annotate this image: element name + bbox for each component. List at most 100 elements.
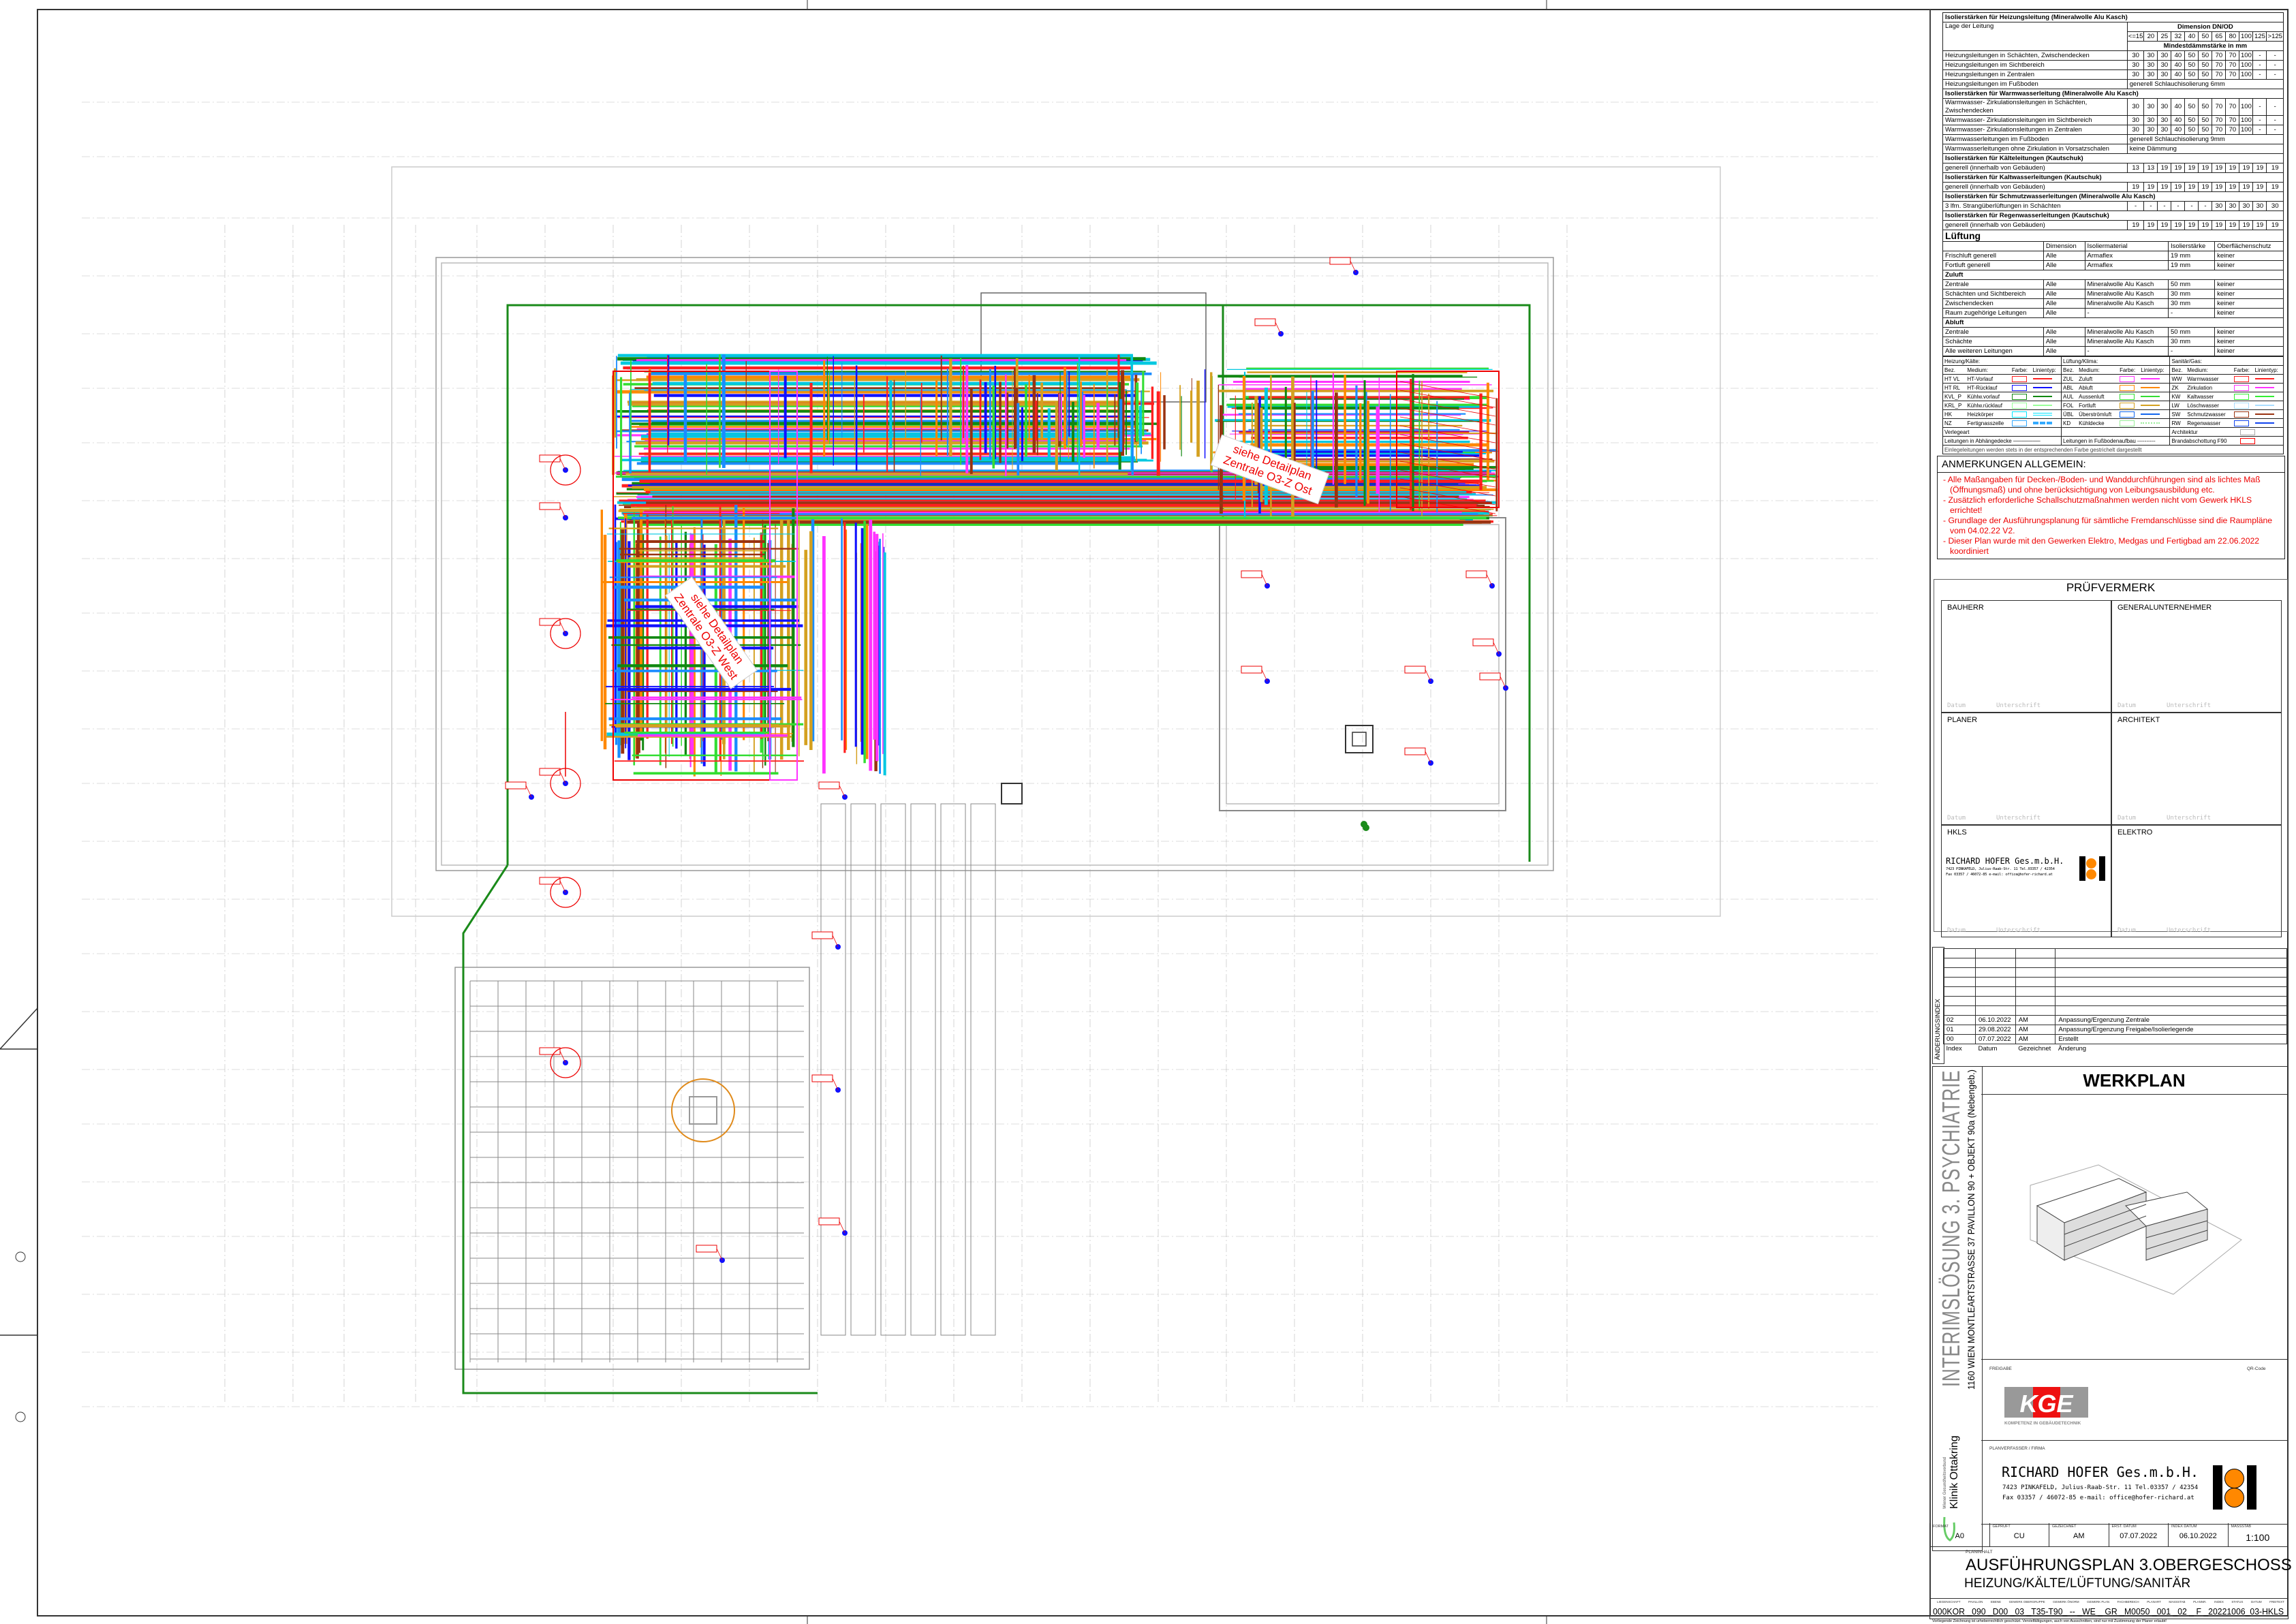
brandabschottung-label: Brandabschottung F90	[2169, 436, 2284, 446]
thickness-value: 50	[2184, 98, 2199, 116]
shaft-circle	[550, 877, 581, 908]
thickness-value: 30	[2157, 60, 2172, 70]
ventilation-cell: 30 mm	[2168, 337, 2216, 347]
dimension-cell: 65	[2212, 31, 2227, 42]
dimension-cell: 80	[2225, 31, 2240, 42]
field-label: GEPRÜFT	[1992, 1525, 2011, 1529]
field-value: AM	[2073, 1532, 2085, 1540]
thickness-value: 30	[2143, 115, 2158, 125]
legend-column-header: Bez.	[2169, 365, 2186, 375]
code-label: PLANNR.	[2193, 1600, 2207, 1604]
revision-cell	[2015, 948, 2056, 958]
line-type-icon	[2032, 378, 2052, 380]
thickness-value: 19	[2212, 182, 2227, 192]
penetration-label-box	[696, 1245, 717, 1253]
legend-column-header: Medium:	[2186, 365, 2233, 375]
client-org: Wiener Gesundheitsverbund	[1943, 1456, 1947, 1509]
ventilation-cell: Frischluft generell	[1942, 251, 2044, 261]
legend-linetype	[2031, 383, 2062, 392]
line-type-icon	[2032, 413, 2052, 416]
line-type-icon	[2254, 387, 2274, 389]
penetration-label-box	[1404, 747, 1426, 755]
code-label: DATUM	[2250, 1600, 2262, 1604]
revision-row-empty	[1943, 986, 2287, 997]
revision-cell	[1974, 967, 2016, 978]
ventilation-row: Zuluft	[1942, 270, 2284, 280]
thickness-value: 19	[2252, 182, 2267, 192]
dimension-cell: 32	[2171, 31, 2186, 42]
ventilation-cell: Mineralwolle Alu Kasch	[2084, 298, 2169, 309]
revision-cell	[2055, 977, 2287, 987]
penetration-label-box	[1465, 570, 1487, 578]
qr-code-label: QR-Code	[2247, 1367, 2266, 1371]
color-swatch-icon	[2011, 411, 2027, 418]
thickness-value: 19	[2171, 182, 2186, 192]
revision-side-label: ÄNDERUNGSINDEX	[1934, 999, 1942, 1060]
line-type-icon	[2254, 378, 2274, 380]
panel-column	[970, 803, 996, 1336]
thickness-value: 50	[2198, 50, 2213, 61]
field-label: ERST. DATUM	[2111, 1525, 2137, 1529]
thickness-value: 30	[2143, 125, 2158, 135]
revision-cell	[2015, 958, 2056, 968]
thickness-text: generell Schlauchisolierung 6mm	[2126, 79, 2284, 89]
penetration-label-box	[1241, 570, 1262, 578]
thickness-value: 30	[2126, 50, 2145, 61]
legend-medium: Aussenluft	[2077, 392, 2119, 401]
sheet-border	[37, 9, 2289, 1617]
hofer-logo-icon	[2079, 856, 2105, 881]
line-legend: Heizung/Kälte:Lüftung/Klima:Sanitär/Gas:…	[1942, 356, 2284, 454]
legend-group-titles: Heizung/Kälte:Lüftung/Klima:Sanitär/Gas:	[1942, 356, 2284, 366]
leader-line	[559, 771, 566, 784]
insulation-table-heating: Isolierstärken für Heizungsleitung (Mine…	[1942, 12, 2284, 230]
ventilation-cell: Armaflex	[2084, 251, 2169, 261]
code-label: STATUS	[2231, 1600, 2244, 1604]
row-label: Heizungsleitungen im Fußboden	[1942, 79, 2128, 89]
dimension-cell: <=15	[2126, 31, 2145, 42]
fold-mark	[0, 1008, 38, 1050]
color-swatch-icon	[2120, 393, 2135, 400]
section-label: Isolierstärken für Regenwasserleitungen …	[1942, 210, 2284, 221]
date-label: Datum	[2117, 815, 2137, 822]
penetration-label-box	[1404, 666, 1426, 674]
shaft-circle	[550, 454, 581, 486]
ventilation-cell: Alle	[2043, 337, 2085, 347]
note-item: - Grundlage der Ausführungsplanung für s…	[1943, 516, 2273, 535]
legend-column-header: Bez.	[1942, 365, 1966, 375]
legend-code: KRL_P	[1942, 401, 1966, 410]
zone-boundary	[769, 371, 798, 781]
abhaengedecke-label: Leitungen in Abhängedecke ───────	[1942, 436, 2062, 446]
thickness-value: 30	[2225, 201, 2240, 211]
approval-title: PRÜFVERMERK	[2066, 581, 2156, 594]
kge-tagline: KOMPETENZ IN GEBÄUDETECHNIK	[2004, 1421, 2081, 1426]
shaft-circle	[550, 768, 581, 799]
date-label: Datum	[1947, 702, 1966, 709]
ventilation-cell: keiner	[2214, 279, 2284, 290]
punch-hole-mark	[15, 1251, 26, 1262]
revision-column-header: Änderung	[2058, 1045, 2087, 1052]
column-header	[1942, 241, 2044, 251]
legend-medium: Kühlw.rücklauf	[1966, 401, 2011, 410]
ventilation-cell: Alle weiteren Leitungen	[1942, 346, 2044, 356]
ventilation-cell: 50 mm	[2168, 327, 2216, 337]
thickness-value: 30	[2212, 201, 2227, 211]
color-swatch-icon	[2011, 375, 2027, 382]
penetration-label-box	[539, 454, 561, 463]
field-value: 1:100	[2246, 1532, 2270, 1543]
ventilation-cell: keiner	[2214, 289, 2284, 299]
hatch-line	[1399, 381, 1496, 399]
thickness-value: 50	[2198, 98, 2213, 116]
hatch-line	[1399, 390, 1496, 408]
column-header: Dimension	[2043, 241, 2085, 251]
penetration-label-box	[818, 1217, 840, 1225]
legend-code: KVL_P	[1942, 392, 1966, 401]
shaft-circle	[550, 618, 581, 649]
ventilation-cell: keiner	[2214, 327, 2284, 337]
project-address: 1160 WIEN MONTLEARTSTRASSE 37 PAVILLON 9…	[1966, 1069, 1976, 1390]
